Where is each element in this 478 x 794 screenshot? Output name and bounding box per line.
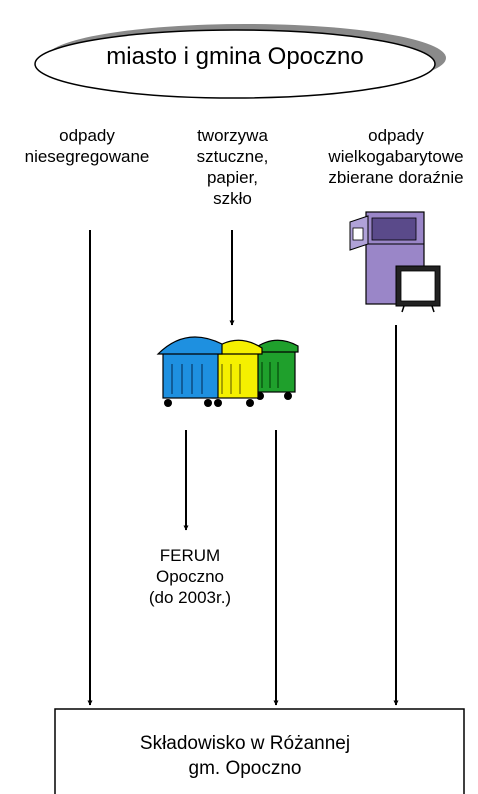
destination-label: Składowisko w Różannej gm. Opoczno (139, 733, 351, 779)
source-label-recyclables: tworzywa sztuczne, papier, szkło (196, 126, 269, 208)
intermediate-label: FERUM Opoczno (do 2003r.) (148, 546, 232, 607)
destination-box (54, 708, 465, 794)
recycling-bins-icon (156, 336, 299, 407)
oval-label: miasto i gmina Opoczno (106, 43, 364, 70)
source-label-mixed: odpady niesegregowane (24, 126, 150, 166)
source-label-bulky: odpady wielkogabarytowe zbierane doraźni… (328, 126, 464, 187)
bulky-waste-icon (349, 211, 441, 313)
source-oval (34, 24, 446, 99)
